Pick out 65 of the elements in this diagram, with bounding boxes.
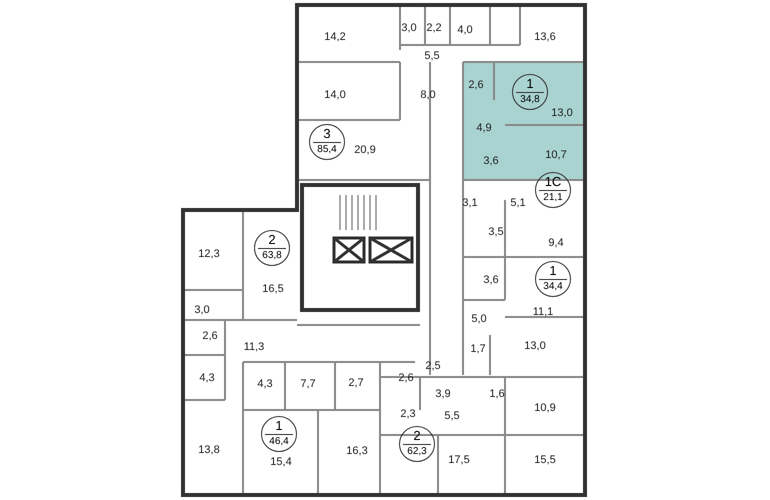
room-area: 1,7 bbox=[470, 343, 486, 355]
room-area: 2,6 bbox=[468, 79, 484, 91]
apartment-badge bbox=[535, 261, 571, 297]
apartment-badge bbox=[309, 124, 345, 160]
room-area: 11,3 bbox=[244, 341, 264, 353]
room-area: 3,5 bbox=[488, 226, 504, 238]
room-area: 9,4 bbox=[548, 237, 564, 249]
room-area: 7,7 bbox=[300, 378, 316, 390]
room-area: 4,3 bbox=[199, 372, 215, 384]
room-area: 11,1 bbox=[532, 306, 554, 318]
room-count: 1С bbox=[544, 175, 562, 189]
room-area: 14,0 bbox=[324, 89, 346, 101]
room-area: 20,9 bbox=[354, 144, 376, 156]
room-area: 3,9 bbox=[435, 388, 451, 400]
room-area: 10,9 bbox=[534, 402, 556, 414]
room-area: 5,5 bbox=[444, 410, 460, 422]
room-area: 2,2 bbox=[426, 22, 442, 34]
room-area: 8,0 bbox=[420, 89, 436, 101]
room-area: 2,7 bbox=[348, 377, 364, 389]
apartment-area: 46,4 bbox=[262, 436, 296, 447]
room-area: 5,0 bbox=[471, 313, 487, 325]
room-area: 3,0 bbox=[401, 22, 417, 34]
room-area: 14,2 bbox=[324, 31, 346, 43]
room-count: 1 bbox=[274, 419, 284, 433]
room-area: 1,6 bbox=[489, 388, 505, 400]
room-count: 1 bbox=[548, 264, 558, 278]
room-count: 2 bbox=[267, 233, 277, 247]
room-area: 13,8 bbox=[198, 444, 220, 456]
apartment-badge bbox=[254, 230, 290, 266]
room-area: 3,1 bbox=[462, 197, 478, 209]
apartment-area: 85,4 bbox=[310, 144, 344, 155]
room-count: 3 bbox=[322, 127, 332, 141]
room-area: 16,3 bbox=[346, 445, 368, 457]
room-count: 1 bbox=[525, 77, 535, 91]
room-area: 3,6 bbox=[483, 155, 499, 167]
room-area: 15,4 bbox=[270, 456, 292, 468]
room-area: 16,5 bbox=[262, 283, 284, 295]
apartment-area: 34,8 bbox=[513, 94, 547, 105]
room-area: 2,3 bbox=[400, 408, 416, 420]
room-area: 10,7 bbox=[545, 149, 567, 161]
room-area: 4,0 bbox=[457, 24, 473, 36]
room-area: 13,6 bbox=[534, 31, 556, 43]
apartment-area: 34,4 bbox=[536, 281, 570, 292]
room-area: 15,5 bbox=[534, 454, 556, 466]
apartment-area: 63,8 bbox=[255, 250, 289, 261]
room-area: 5,5 bbox=[424, 50, 440, 62]
apartment-area: 21,1 bbox=[536, 192, 570, 203]
room-area: 3,0 bbox=[194, 304, 210, 316]
room-area: 17,5 bbox=[448, 454, 470, 466]
apartment-badge bbox=[535, 172, 571, 208]
room-area: 5,1 bbox=[510, 197, 526, 209]
room-area: 3,6 bbox=[483, 274, 499, 286]
apartment-badge bbox=[399, 426, 435, 462]
apartment-badge bbox=[512, 74, 548, 110]
apartment-badge bbox=[261, 416, 297, 452]
room-area: 4,9 bbox=[476, 122, 492, 134]
room-area: 4,3 bbox=[257, 378, 273, 390]
room-area: 12,3 bbox=[198, 248, 220, 260]
room-area: 13,0 bbox=[551, 107, 573, 119]
room-count: 2 bbox=[412, 429, 422, 443]
room-area: 2,6 bbox=[398, 372, 414, 384]
room-area: 2,5 bbox=[425, 360, 441, 372]
apartment-area: 62,3 bbox=[400, 446, 434, 457]
room-area: 2,6 bbox=[202, 330, 218, 342]
room-area: 13,0 bbox=[524, 340, 546, 352]
